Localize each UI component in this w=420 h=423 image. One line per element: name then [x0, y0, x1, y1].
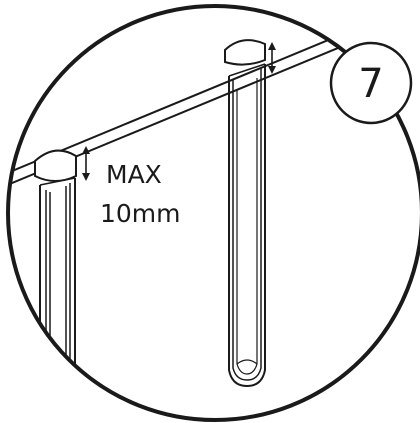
- max-label: MAX: [106, 160, 162, 189]
- left-slot: [34, 149, 77, 372]
- detail-circle-outline: [6, 4, 420, 422]
- dimension-arrow-left: [82, 146, 90, 181]
- step-number: 7: [358, 61, 383, 107]
- right-slot: [224, 39, 266, 388]
- dimension-label: 10mm: [100, 199, 181, 228]
- dimension-arrow-right: [268, 42, 276, 74]
- step-badge: 7: [329, 41, 413, 125]
